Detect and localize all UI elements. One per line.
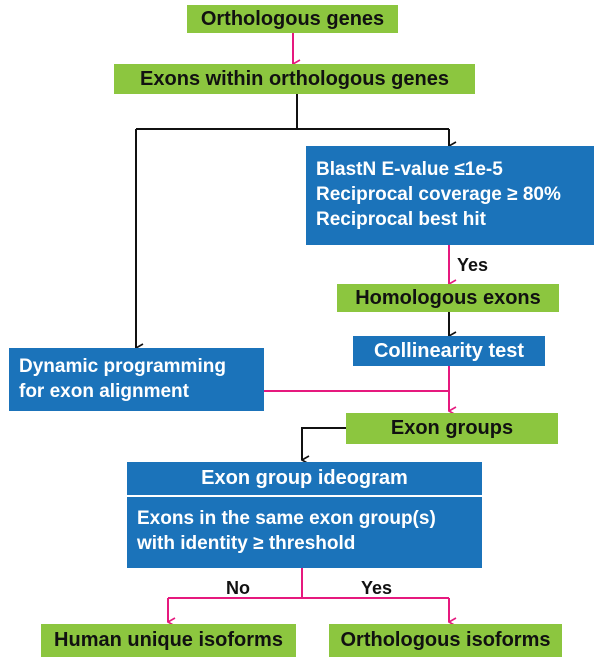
blast-criterion-coverage: Reciprocal coverage ≥ 80% (316, 184, 561, 205)
node-exon-group-ideogram: Exon group ideogram Exons in the same ex… (127, 462, 482, 568)
node-exon-groups-label: Exon groups (390, 417, 514, 439)
node-exons-within-orthologous-genes: Exons within orthologous genes (114, 64, 475, 94)
ideogram-body-line-1: Exons in the same exon group(s) (137, 508, 436, 529)
node-human-unique-isoforms: Human unique isoforms (41, 624, 296, 657)
split-isoforms (168, 568, 449, 599)
ideogram-divider (127, 495, 482, 497)
ideogram-body: Exons in the same exon group(s) with ide… (127, 497, 482, 556)
ideogram-title: Exon group ideogram (201, 467, 408, 489)
node-orthologous-genes-label: Orthologous genes (200, 8, 385, 30)
blast-criterion-best-hit: Reciprocal best hit (316, 209, 486, 230)
split-line (136, 94, 449, 130)
node-blast-criteria: BlastN E-value ≤1e-5 Reciprocal coverage… (306, 146, 594, 245)
node-orthologous-isoforms-label: Orthologous isoforms (340, 629, 551, 651)
dynamic-programming-line-1: Dynamic programming (19, 356, 226, 377)
node-orthologous-genes: Orthologous genes (187, 5, 398, 33)
dynamic-programming-line-2: for exon alignment (19, 381, 189, 402)
node-homologous-exons: Homologous exons (337, 284, 559, 312)
node-exon-groups: Exon groups (346, 413, 558, 444)
edge-label-yes: Yes (361, 578, 393, 598)
node-orthologous-isoforms: Orthologous isoforms (329, 624, 562, 657)
blast-criterion-evalue: BlastN E-value ≤1e-5 (316, 159, 503, 180)
node-homologous-exons-label: Homologous exons (355, 287, 541, 309)
node-collinearity-test-label: Collinearity test (373, 340, 525, 362)
node-dynamic-programming: Dynamic programming for exon alignment (9, 348, 264, 411)
edge-label-no: No (226, 578, 250, 598)
arrow-groups-to-ideogram (301, 427, 346, 460)
node-human-unique-isoforms-label: Human unique isoforms (54, 629, 283, 651)
edge-label-yes-blast: Yes (457, 255, 489, 275)
node-exons-within-label: Exons within orthologous genes (140, 68, 449, 90)
ideogram-body-line-2: with identity ≥ threshold (137, 533, 356, 554)
node-collinearity-test: Collinearity test (353, 336, 545, 366)
